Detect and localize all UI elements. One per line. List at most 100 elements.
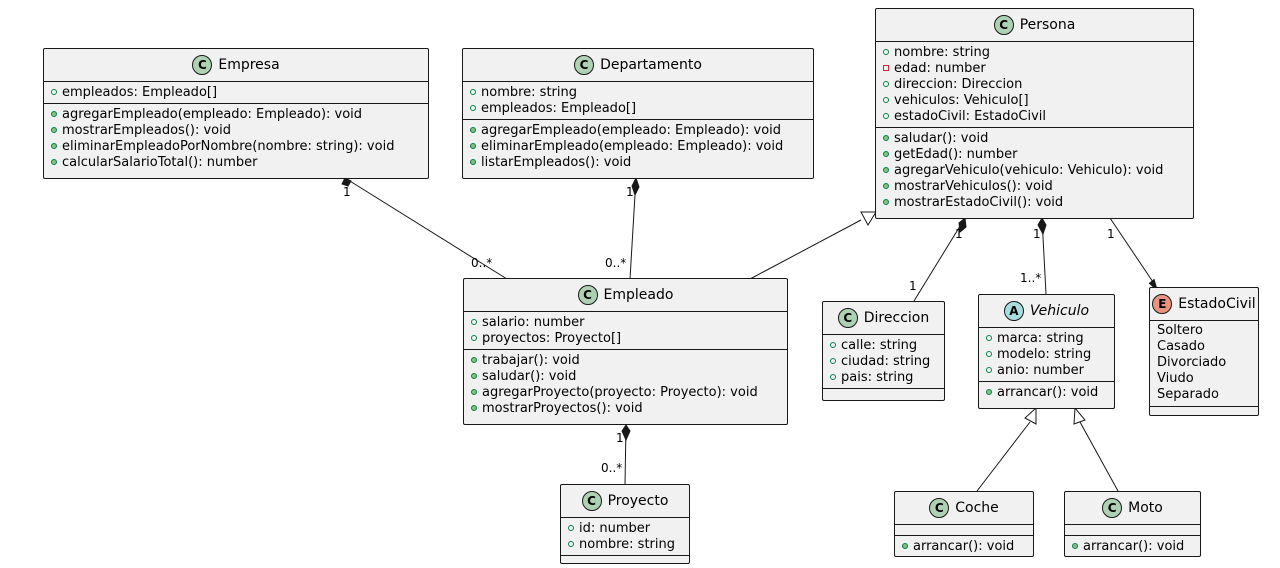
mult-persona-vehiculo-1: 1 [1033,227,1041,241]
class-name: Proyecto [607,493,669,509]
class-name: Vehiculo [1029,303,1090,319]
public-method-icon [883,151,889,157]
field: estadoCivil: EstadoCivil [883,108,1186,124]
public-method-icon [51,159,57,165]
mult-vehiculo: 1..* [1020,271,1042,285]
class-persona[interactable]: C Persona nombre: string edad: number di… [875,8,1194,219]
public-method-icon [902,543,908,549]
public-method-icon [470,159,476,165]
methods-section [823,389,944,399]
class-proyecto[interactable]: C Proyecto id: number nombre: string [560,484,690,564]
class-header: C Departamento [463,49,813,82]
field: anio: number [986,362,1107,378]
method: saludar(): void [883,130,1186,146]
enum-icon: E [1152,294,1173,314]
enum-literal: Casado [1157,339,1205,354]
public-method-icon [470,143,476,149]
public-method-icon [986,389,992,395]
class-header: C Coche [895,492,1033,525]
public-field-icon [830,374,836,380]
edge-coche-vehiculo [976,421,1031,492]
class-stereotype-icon: C [192,55,213,75]
public-field-icon [883,81,889,87]
enum-literal: Viudo [1157,371,1194,386]
inheritance-arrow-coche [1024,406,1037,425]
public-field-icon [986,335,992,341]
field: calle: string [830,337,937,353]
field: marca: string [986,330,1107,346]
methods-section: agregarEmpleado(empleado: Empleado): voi… [463,120,813,173]
methods-section: arrancar(): void [979,382,1114,403]
enum-literal: Divorciado [1157,355,1227,370]
class-header: C Direccion [823,302,944,335]
method: mostrarProyectos(): void [471,400,780,416]
method: agregarProyecto(proyecto: Proyecto): voi… [471,384,780,400]
method: listarEmpleados(): void [470,154,806,170]
public-method-icon [883,183,889,189]
class-name: Empleado [603,287,674,303]
private-field-icon [883,65,889,71]
public-field-icon [883,113,889,119]
public-field-icon [470,89,476,95]
field: modelo: string [986,346,1107,362]
composition-diamond-empleado-proyecto [621,424,631,442]
class-vehiculo[interactable]: A Vehiculo marca: string modelo: string … [978,294,1115,409]
field: direccion: Direccion [883,76,1186,92]
mult-empleado-proyecto-1: 1 [616,431,624,445]
edge-empleado-persona [749,219,862,280]
method: mostrarVehiculos(): void [883,178,1186,194]
enum-estadocivil[interactable]: E EstadoCivil Soltero Casado Divorciado … [1149,287,1259,416]
fields-section: calle: string ciudad: string pais: strin… [823,335,944,389]
edge-persona-estadocivil [1109,217,1158,289]
method: agregarEmpleado(empleado: Empleado): voi… [470,122,806,138]
methods-section: saludar(): void getEdad(): number agrega… [876,128,1193,213]
public-field-icon [471,335,477,341]
mult-direccion-1: 1 [909,279,917,293]
method: calcularSalarioTotal(): number [51,154,421,170]
public-field-icon [830,358,836,364]
class-stereotype-icon: C [574,55,595,75]
class-empleado[interactable]: C Empleado salario: number proyectos: Pr… [463,278,788,425]
field: salario: number [471,314,780,330]
field: empleados: Empleado[] [51,84,421,100]
edge-moto-vehiculo [1079,421,1119,492]
fields-section: nombre: string edad: number direccion: D… [876,42,1193,128]
composition-diamond-empresa [341,177,352,187]
fields-section: empleados: Empleado[] [44,82,428,104]
class-departamento[interactable]: C Departamento nombre: string empleados:… [462,48,814,179]
methods-section [1150,407,1258,417]
class-moto[interactable]: C Moto arrancar(): void [1064,491,1201,557]
public-field-icon [883,49,889,55]
mult-proyecto: 0..* [601,461,623,475]
class-header: C Proyecto [561,485,689,518]
method: eliminarEmpleadoPorNombre(nombre: string… [51,138,421,154]
public-method-icon [51,143,57,149]
public-method-icon [471,405,477,411]
composition-diamond-departamento [631,176,640,197]
mult-departamento-empleado: 0..* [605,256,627,270]
class-coche[interactable]: C Coche arrancar(): void [894,491,1034,557]
public-field-icon [568,541,574,547]
class-stereotype-icon: C [837,308,858,328]
composition-diamond-persona-vehiculo [1037,216,1047,236]
fields-section: salario: number proyectos: Proyecto[] [464,312,787,350]
methods-section [561,556,689,566]
field: ciudad: string [830,353,937,369]
method: mostrarEmpleados(): void [51,122,421,138]
public-field-icon [51,89,57,95]
field: id: number [568,520,682,536]
class-empresa[interactable]: C Empresa empleados: Empleado[] agregarE… [43,48,429,179]
class-name: EstadoCivil [1178,296,1256,312]
class-header: C Empresa [44,49,428,82]
public-field-icon [883,97,889,103]
abstract-class-icon: A [1003,301,1024,321]
class-direccion[interactable]: C Direccion calle: string ciudad: string… [822,301,945,401]
edge-persona-direccion [913,217,966,302]
field: pais: string [830,369,937,385]
public-method-icon [883,167,889,173]
inheritance-arrow-persona [860,211,877,227]
class-stereotype-icon: C [929,498,950,518]
field: vehiculos: Vehiculo[] [883,92,1186,108]
field: nombre: string [470,84,806,100]
public-field-icon [470,105,476,111]
